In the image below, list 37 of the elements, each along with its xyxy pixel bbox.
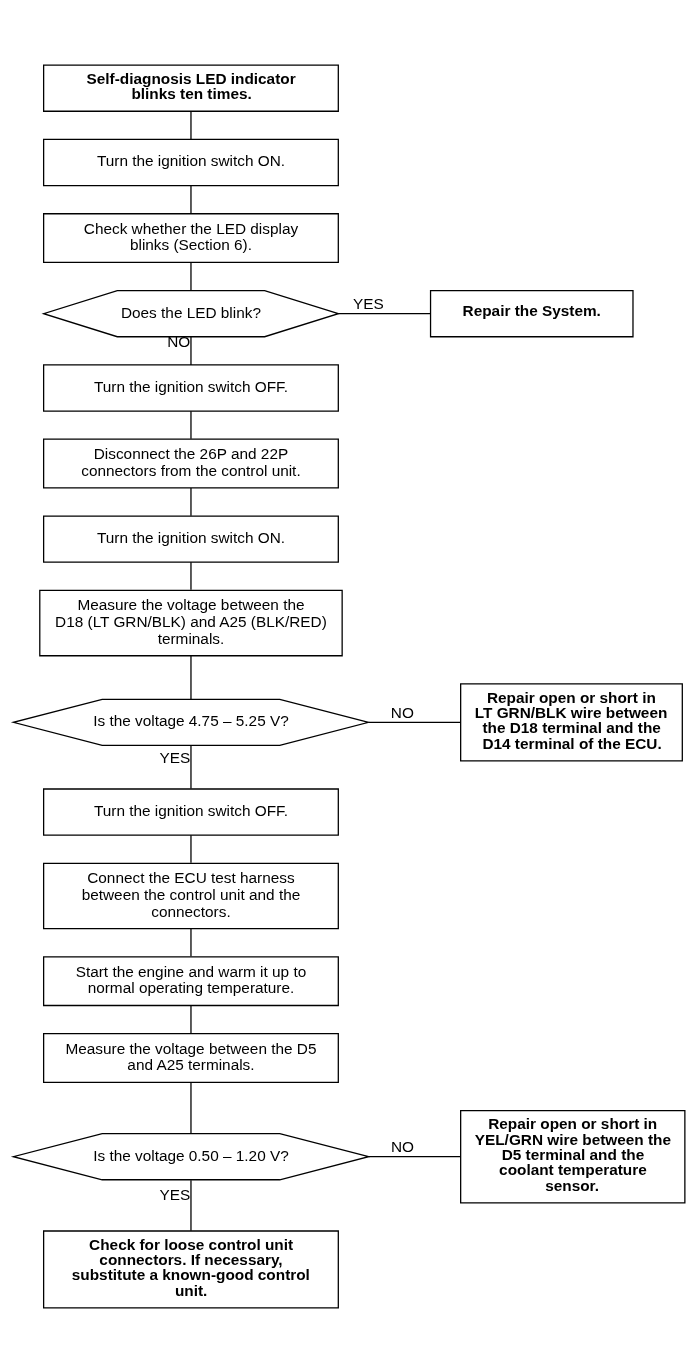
edge-label: YES: [352, 294, 384, 312]
node-box: Turn the ignition switch OFF.: [43, 363, 339, 412]
node-box: Check whether the LED display blinks (Section 6).: [43, 212, 339, 263]
connector: [190, 261, 192, 291]
node-box: Repair open or short in LT GRN/BLK wire between the D18 terminal and the D14 terminal of the ECU.: [460, 682, 683, 761]
connector: [190, 410, 192, 439]
connector: [190, 744, 192, 789]
node-box: Start the engine and warm it up to normal operating temperature.: [43, 955, 339, 1006]
node-box: Connect the ECU test harness between the control unit and the connectors.: [43, 862, 339, 929]
node-box: Turn the ignition switch OFF.: [43, 787, 339, 836]
edge-label: YES: [159, 1185, 191, 1203]
node-box: Disconnect the 26P and 22P connectors from the control unit.: [43, 438, 339, 489]
node-box: Repair open or short in YEL/GRN wire between the D5 terminal and the coolant temperature sensor.: [460, 1109, 686, 1203]
connector: [190, 184, 192, 214]
connector: [337, 312, 431, 314]
connector: [368, 1155, 462, 1157]
connector: [190, 1081, 192, 1134]
node-box: Self-diagnosis LED indicator blinks ten times.: [43, 64, 339, 112]
node-box: Repair the System.: [429, 289, 634, 337]
node-box: Measure the voltage between the D5 and A25 terminals.: [43, 1032, 339, 1083]
connector: [190, 110, 192, 140]
connector: [190, 834, 192, 863]
connector: [190, 561, 192, 590]
node-box: Turn the ignition switch ON.: [43, 514, 339, 563]
connector: [190, 486, 192, 516]
node-box: Check for loose control unit connectors. If necessary, substitute a known-good control unit.: [43, 1229, 339, 1309]
node-box: Measure the voltage between the D18 (LT GRN/BLK) and A25 (BLK/RED) terminals.: [39, 589, 343, 656]
connector: [367, 721, 462, 723]
edge-label: NO: [390, 1137, 414, 1155]
connector: [190, 1179, 192, 1231]
connector: [190, 927, 192, 957]
connector: [190, 335, 192, 366]
connector: [190, 1004, 192, 1034]
node-box: Turn the ignition switch ON.: [43, 138, 339, 186]
edge-label: NO: [390, 703, 414, 721]
edge-label: YES: [159, 748, 191, 766]
connector: [190, 654, 192, 700]
